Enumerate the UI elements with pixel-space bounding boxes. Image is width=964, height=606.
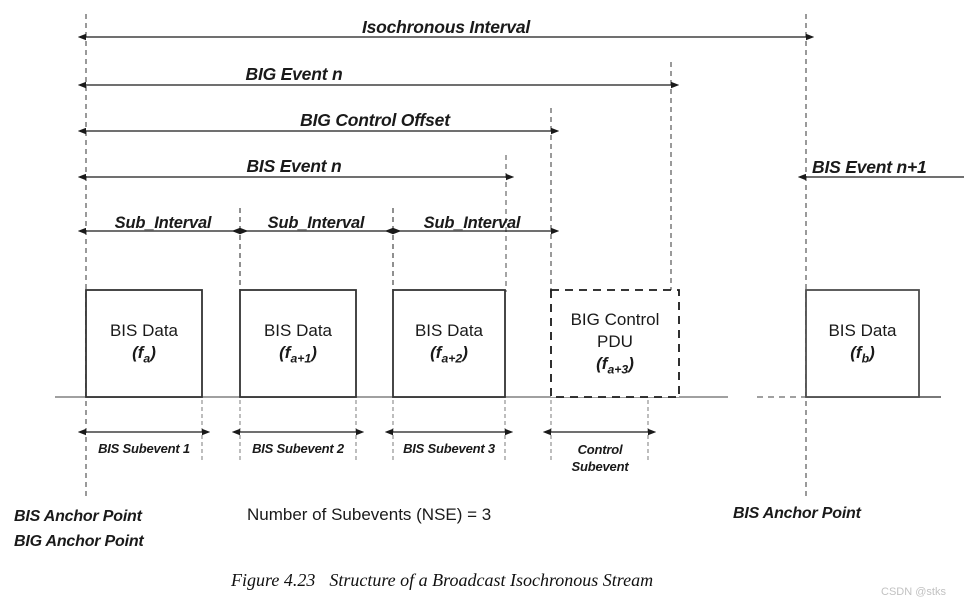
- packet-name: BIS Data: [414, 321, 484, 341]
- anchor-label-left-line1: BIS Anchor Point: [14, 508, 142, 525]
- packet-label-bis-data-a: BIS Data (fa): [86, 290, 202, 397]
- packet-box-big-control-pdu: [550, 289, 680, 398]
- packet-name: BIS Data: [109, 321, 179, 341]
- anchor-label-left-line2: BIG Anchor Point: [14, 532, 144, 550]
- label-bis-event-n: BIS Event n: [246, 156, 342, 176]
- label-control-subevent-line2: Subevent: [571, 459, 629, 475]
- label-control-subevent-line1: Control: [577, 442, 623, 457]
- packet-frequency: (fa+2): [430, 342, 468, 366]
- figure-caption-text: Structure of a Broadcast Isochronous Str…: [329, 570, 654, 590]
- label-bis-subevent-3: BIS Subevent 3: [403, 441, 495, 456]
- packet-box-bis-data-a: [85, 289, 203, 398]
- label-sub-interval-2: Sub_Interval: [267, 214, 365, 232]
- packet-frequency: (fa+3): [596, 353, 634, 377]
- label-control-subevent: Control Subevent: [572, 441, 629, 475]
- nse-note: Number of Subevents (NSE) = 3: [247, 505, 492, 524]
- watermark: CSDN @stks: [881, 586, 946, 598]
- packet-name: BIS Data: [263, 321, 333, 341]
- packet-frequency: (fb): [850, 342, 875, 366]
- packet-name-line2: PDU: [597, 331, 633, 351]
- label-sub-interval-3: Sub_Interval: [423, 214, 521, 232]
- label-bis-event-n-plus-1: BIS Event n+1: [812, 157, 927, 177]
- label-bis-subevent-2: BIS Subevent 2: [252, 441, 344, 456]
- packet-label-bis-data-a1: BIS Data (fa+1): [240, 290, 356, 397]
- packet-frequency: (fa): [132, 342, 156, 366]
- packet-label-bis-data-b: BIS Data (fb): [806, 290, 919, 397]
- anchor-label-right: BIS Anchor Point: [733, 505, 861, 522]
- packet-name: BIS Data: [828, 321, 897, 341]
- packet-frequency: (fa+1): [279, 342, 317, 366]
- label-bis-subevent-1: BIS Subevent 1: [98, 441, 190, 456]
- label-big-event-n: BIG Event n: [245, 64, 343, 84]
- label-isochronous-interval: Isochronous Interval: [361, 17, 531, 37]
- figure-caption-number: Figure 4.23: [231, 570, 316, 590]
- anchor-label-left: BIS Anchor Point BIG Anchor Point: [14, 505, 144, 555]
- packet-name-line1: BIG Control: [570, 310, 660, 330]
- packet-box-bis-data-a2: [392, 289, 506, 398]
- label-sub-interval-1: Sub_Interval: [114, 214, 212, 232]
- figure-caption: Figure 4.23 Structure of a Broadcast Isoc…: [231, 570, 653, 591]
- packet-label-big-control-pdu: BIG Control PDU (fa+3): [551, 290, 679, 397]
- label-big-control-offset: BIG Control Offset: [300, 110, 450, 130]
- packet-label-bis-data-a2: BIS Data (fa+2): [393, 290, 505, 397]
- packet-box-bis-data-b: [805, 289, 920, 398]
- packet-box-bis-data-a1: [239, 289, 357, 398]
